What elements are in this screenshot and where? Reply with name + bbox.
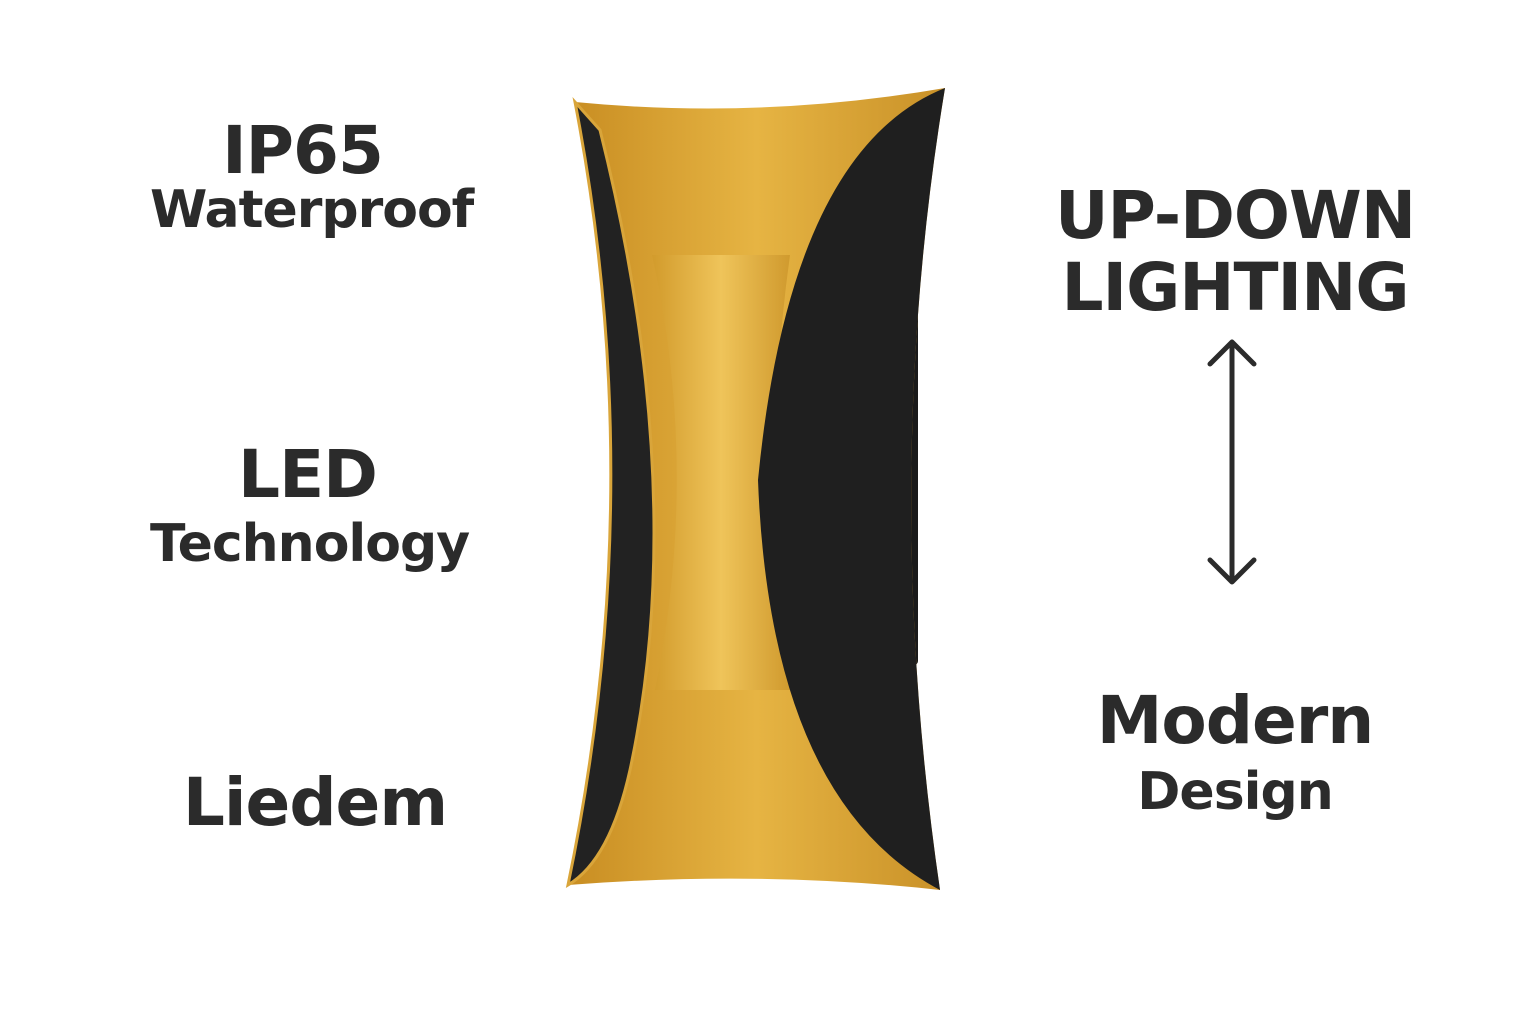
lamp-left-wing	[565, 96, 656, 889]
led-title: LED	[238, 436, 378, 513]
design-title: Modern	[1096, 682, 1375, 759]
lamp-center-panel	[652, 255, 790, 690]
waterproof-subtitle: Waterproof	[150, 180, 474, 240]
feature-led: LED Technology	[150, 436, 470, 574]
up-down-arrow-icon	[1207, 339, 1257, 585]
waterproof-title: IP65	[222, 112, 384, 189]
brand-text: Liedem	[182, 764, 448, 841]
feature-lighting: UP-DOWN LIGHTING	[1050, 183, 1420, 321]
brand-name: Liedem	[170, 770, 460, 836]
feature-design: Modern Design	[1080, 682, 1390, 822]
lighting-line2: LIGHTING	[1061, 249, 1409, 326]
feature-waterproof: IP65 Waterproof	[150, 112, 474, 240]
design-subtitle: Design	[1137, 762, 1333, 822]
lighting-line1: UP-DOWN	[1054, 177, 1416, 254]
lamp-right-wing	[758, 88, 945, 890]
led-subtitle: Technology	[150, 514, 470, 574]
